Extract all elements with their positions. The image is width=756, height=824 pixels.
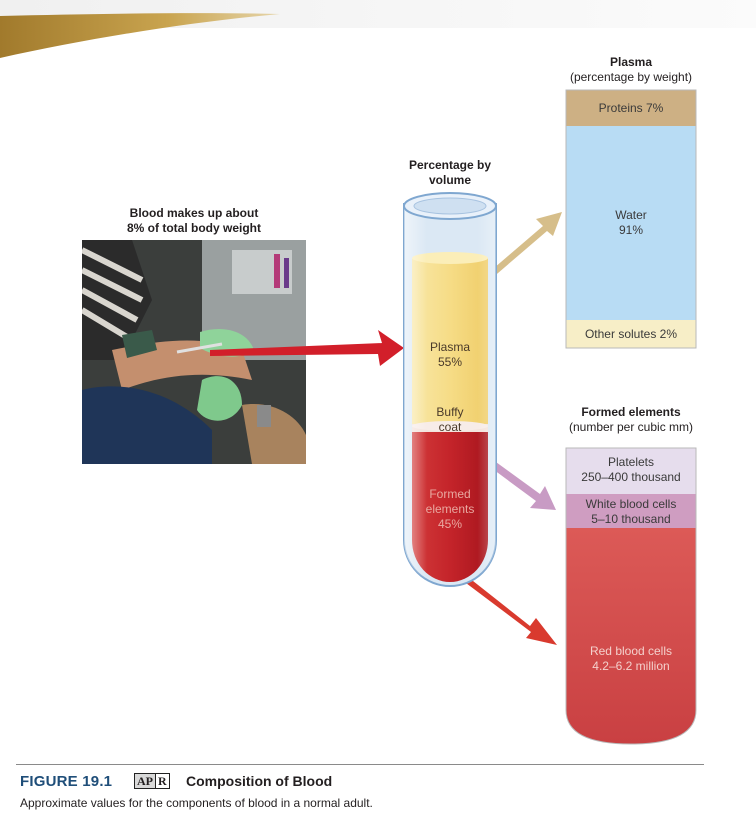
plasma-panel-title: Plasma bbox=[609, 55, 653, 69]
tube-formed-label: Formed elements 45% bbox=[410, 487, 490, 532]
water-value: 91% bbox=[618, 223, 644, 237]
formed-panel-subtitle: (number per cubic mm) bbox=[568, 420, 694, 434]
figure-number: FIGURE 19.1 bbox=[20, 773, 113, 790]
tube-buffy-line-1: Buffy bbox=[436, 405, 464, 419]
water-name: Water bbox=[615, 208, 647, 222]
formed-panel-title: Formed elements bbox=[581, 405, 681, 419]
tube-formed-value: 45% bbox=[437, 517, 463, 531]
tube-plasma-value: 55% bbox=[437, 355, 463, 369]
rbc-label: Red blood cells 4.2–6.2 million bbox=[566, 644, 696, 674]
figure-title: Composition of Blood bbox=[186, 773, 333, 789]
proteins-segment bbox=[566, 90, 696, 126]
wbc-name: White blood cells bbox=[585, 497, 677, 511]
intro-line-2: 8% of total body weight bbox=[127, 221, 261, 235]
apr-badge-b: R bbox=[156, 773, 170, 789]
tube-heading: Percentage by volume bbox=[380, 158, 520, 188]
caption-divider bbox=[16, 764, 704, 765]
plasma-panel bbox=[565, 89, 697, 349]
rbc-segment bbox=[566, 528, 696, 744]
water-segment bbox=[566, 126, 696, 320]
wbc-segment bbox=[566, 494, 696, 528]
apr-badge-a: AP bbox=[134, 773, 156, 789]
figure-description: Approximate values for the components of… bbox=[20, 796, 373, 810]
tube-buffy-line-2: coat bbox=[438, 420, 462, 434]
tube-formed-line-2: elements bbox=[425, 502, 475, 516]
rbc-name: Red blood cells bbox=[589, 644, 673, 658]
platelets-label: Platelets 250–400 thousand bbox=[566, 455, 696, 485]
wbc-value: 5–10 thousand bbox=[591, 512, 671, 526]
wbc-label: White blood cells 5–10 thousand bbox=[566, 497, 696, 527]
platelets-value: 250–400 thousand bbox=[581, 470, 681, 484]
plasma-panel-subtitle: (percentage by weight) bbox=[569, 70, 693, 84]
test-tube bbox=[403, 192, 497, 587]
photo-to-tube-arrow bbox=[210, 330, 404, 366]
water-label: Water 91% bbox=[566, 208, 696, 238]
blood-draw-photo bbox=[82, 240, 306, 464]
intro-label: Blood makes up about 8% of total body we… bbox=[86, 206, 302, 236]
other-solutes-label: Other solutes 2% bbox=[584, 327, 678, 341]
top-decorative-band bbox=[0, 0, 756, 58]
tube-plasma-label: Plasma 55% bbox=[410, 340, 490, 370]
platelets-name: Platelets bbox=[607, 455, 655, 469]
other-solutes-segment bbox=[566, 320, 696, 348]
tube-buffy-label: Buffy coat bbox=[410, 405, 490, 435]
plasma-panel-header: Plasma (percentage by weight) bbox=[546, 55, 716, 85]
tube-formed-line-1: Formed bbox=[429, 487, 471, 501]
rbc-value: 4.2–6.2 million bbox=[592, 659, 670, 673]
tube-heading-line-2: volume bbox=[428, 173, 471, 187]
formed-elements-panel bbox=[565, 447, 697, 745]
tube-heading-line-1: Percentage by bbox=[408, 158, 492, 172]
formed-panel-header: Formed elements (number per cubic mm) bbox=[546, 405, 716, 435]
intro-line-1: Blood makes up about bbox=[129, 206, 259, 220]
platelets-segment bbox=[566, 448, 696, 494]
proteins-label: Proteins 7% bbox=[598, 101, 664, 115]
formed-to-panel-arrow bbox=[450, 566, 557, 645]
tube-plasma-name: Plasma bbox=[429, 340, 470, 354]
